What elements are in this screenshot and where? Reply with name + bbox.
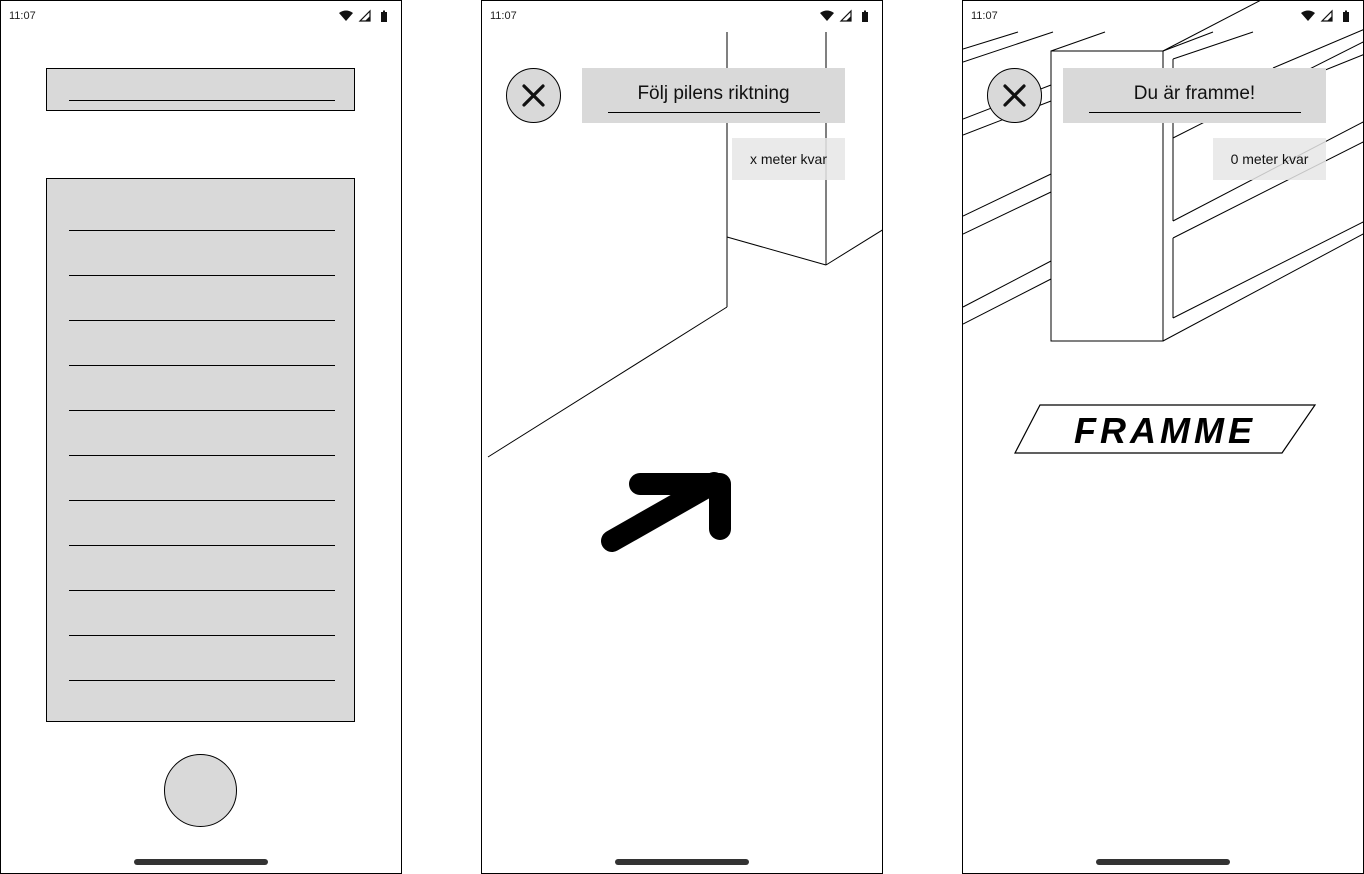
arrow-up-right-icon: [601, 472, 731, 552]
list-item[interactable]: [69, 275, 335, 276]
wifi-icon: [1301, 10, 1315, 21]
distance-badge: x meter kvar: [732, 138, 845, 180]
phone-screen-arrived: FRAMME 11:07 Du är framme! 0 meter kvar: [962, 0, 1364, 874]
distance-text: 0 meter kvar: [1230, 151, 1309, 167]
list-item[interactable]: [69, 230, 335, 231]
list-item[interactable]: [69, 635, 335, 636]
status-bar: 11:07: [963, 1, 1363, 31]
arrival-text: Du är framme!: [1133, 83, 1256, 104]
start-button[interactable]: [164, 754, 237, 827]
list-item[interactable]: [69, 410, 335, 411]
close-icon: [1003, 84, 1026, 107]
framme-banner: FRAMME: [1014, 404, 1317, 454]
banner-text: FRAMME: [1074, 410, 1256, 451]
wifi-icon: [820, 10, 834, 21]
close-icon: [522, 84, 545, 107]
distance-badge: 0 meter kvar: [1213, 138, 1326, 180]
title-underline: [69, 100, 335, 101]
close-button[interactable]: [506, 68, 561, 123]
list-placeholder: [46, 178, 355, 722]
list-item[interactable]: [69, 320, 335, 321]
battery-icon: [381, 12, 387, 22]
list-item[interactable]: [69, 590, 335, 591]
arrival-header: Du är framme!: [1063, 68, 1326, 123]
status-time: 11:07: [9, 10, 36, 22]
list-item[interactable]: [69, 455, 335, 456]
status-time: 11:07: [490, 10, 517, 22]
list-item[interactable]: [69, 545, 335, 546]
ar-scene-corridor: [487, 32, 882, 552]
list-item[interactable]: [69, 680, 335, 681]
distance-text: x meter kvar: [749, 151, 827, 167]
home-indicator[interactable]: [134, 859, 268, 865]
status-time: 11:07: [971, 10, 998, 22]
status-icons: [820, 9, 868, 22]
phone-screen-list: 11:07: [0, 0, 402, 874]
home-indicator[interactable]: [1096, 859, 1230, 865]
home-indicator[interactable]: [615, 859, 749, 865]
list-item[interactable]: [69, 365, 335, 366]
battery-icon: [862, 12, 868, 22]
header-underline: [1089, 112, 1301, 113]
title-placeholder: [46, 68, 355, 111]
ar-scene-shelves: FRAMME: [963, 1, 1363, 454]
status-bar: 11:07: [1, 1, 401, 31]
instruction-text: Följ pilens riktning: [637, 83, 790, 104]
wifi-icon: [339, 10, 353, 21]
instruction-header: Följ pilens riktning: [582, 68, 845, 123]
phone-screen-navigation: 11:07 Följ pilens riktning x meter kvar: [481, 0, 883, 874]
status-icons: [339, 9, 387, 22]
status-bar: 11:07: [482, 1, 882, 31]
close-button[interactable]: [987, 68, 1042, 123]
list-item[interactable]: [69, 500, 335, 501]
header-underline: [608, 112, 820, 113]
battery-icon: [1343, 12, 1349, 22]
status-icons: [1301, 9, 1349, 22]
